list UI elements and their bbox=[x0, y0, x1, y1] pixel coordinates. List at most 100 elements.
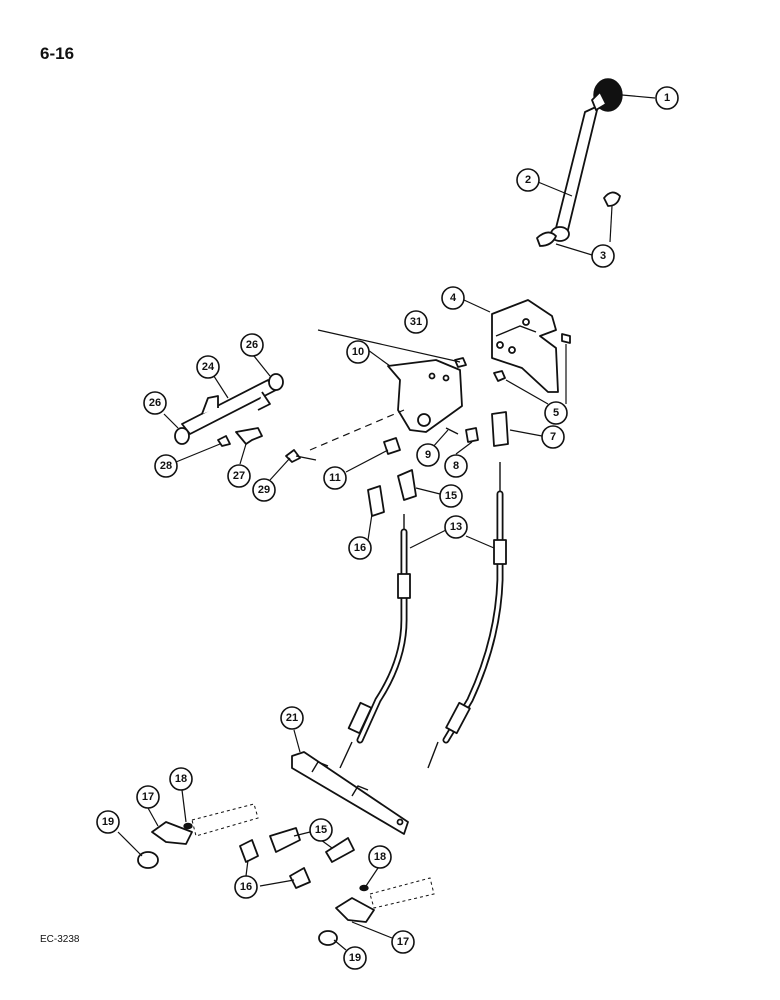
svg-text:10: 10 bbox=[352, 346, 364, 358]
svg-text:26: 26 bbox=[246, 339, 258, 351]
callout-26-right: 26 bbox=[240, 333, 264, 357]
svg-text:24: 24 bbox=[202, 361, 215, 373]
callout-18-right: 18 bbox=[368, 845, 392, 869]
callout-19-left: 19 bbox=[96, 810, 120, 834]
quadrant-hole-2 bbox=[508, 346, 516, 354]
lower-lever-left bbox=[151, 821, 193, 845]
svg-text:1: 1 bbox=[664, 92, 670, 104]
cross-shaft-assembly bbox=[174, 373, 405, 463]
lever-arm bbox=[553, 105, 599, 239]
callout-31: 31 bbox=[404, 310, 428, 334]
callout-19-right: 19 bbox=[343, 946, 367, 970]
callout-2: 2 bbox=[516, 168, 540, 192]
control-cables bbox=[339, 462, 507, 769]
svg-text:31: 31 bbox=[410, 316, 422, 328]
lower-clevis-1 bbox=[269, 827, 301, 853]
svg-text:26: 26 bbox=[149, 397, 161, 409]
callout-28: 28 bbox=[154, 454, 178, 478]
callout-26-left: 26 bbox=[143, 391, 167, 415]
callout-7: 7 bbox=[541, 425, 565, 449]
svg-text:18: 18 bbox=[175, 773, 187, 785]
callouts: 1 2 3 4 5 7 8 9 10 11 13 15 15 16 16 17 … bbox=[96, 86, 679, 970]
cable-right-fitting bbox=[493, 539, 507, 565]
bracket-hole-2 bbox=[442, 374, 450, 382]
bracket-pivot-hole bbox=[417, 413, 431, 427]
svg-text:13: 13 bbox=[450, 521, 462, 533]
plate-tab-1 bbox=[311, 761, 329, 773]
spacer-block bbox=[491, 411, 509, 447]
lower-clip-2 bbox=[289, 867, 311, 889]
shaft-clevis bbox=[235, 427, 263, 445]
lower-clip-1 bbox=[239, 839, 259, 863]
cable-anchor-plate bbox=[291, 751, 409, 835]
callout-3: 3 bbox=[591, 244, 615, 268]
svg-text:15: 15 bbox=[315, 824, 327, 836]
cable-left-end-fitting bbox=[347, 701, 373, 735]
callout-5: 5 bbox=[544, 401, 568, 425]
alignment-line bbox=[309, 409, 405, 451]
mounting-bracket bbox=[387, 357, 467, 433]
anchor-plate bbox=[291, 751, 409, 835]
snap-ring-left bbox=[137, 851, 159, 869]
svg-text:27: 27 bbox=[233, 470, 245, 482]
callout-9: 9 bbox=[416, 443, 440, 467]
bracket-hole-1 bbox=[428, 372, 436, 380]
svg-text:16: 16 bbox=[354, 542, 366, 554]
plate-tab-2 bbox=[351, 785, 369, 797]
upper-clevis bbox=[397, 469, 417, 501]
svg-text:3: 3 bbox=[600, 250, 606, 262]
bushing-left bbox=[174, 427, 190, 445]
key-right bbox=[359, 884, 369, 892]
svg-text:9: 9 bbox=[425, 449, 431, 461]
svg-text:29: 29 bbox=[258, 484, 270, 496]
shaft-lug bbox=[201, 395, 219, 415]
plate-hole bbox=[396, 818, 404, 826]
snap-ring-right bbox=[318, 930, 338, 946]
lever-clip-right bbox=[603, 191, 621, 207]
svg-text:16: 16 bbox=[240, 881, 252, 893]
upper-clip bbox=[367, 485, 385, 517]
callout-16-upper: 16 bbox=[348, 536, 372, 560]
bushing-right bbox=[268, 373, 284, 391]
bushing-sleeve bbox=[383, 437, 401, 455]
svg-text:2: 2 bbox=[525, 174, 531, 186]
key-left bbox=[183, 822, 193, 830]
knob-collar bbox=[591, 91, 607, 111]
shaft-stub-right bbox=[369, 877, 435, 909]
svg-text:21: 21 bbox=[286, 712, 298, 724]
callout-15-lower: 15 bbox=[309, 818, 333, 842]
callout-8: 8 bbox=[444, 454, 468, 478]
quadrant-slot bbox=[495, 325, 537, 337]
callout-17-left: 17 bbox=[136, 785, 160, 809]
reference-code: EC-3238 bbox=[40, 934, 80, 945]
callout-4: 4 bbox=[441, 286, 465, 310]
callout-21: 21 bbox=[280, 706, 304, 730]
callout-29: 29 bbox=[252, 478, 276, 502]
svg-text:11: 11 bbox=[329, 472, 341, 484]
callout-16-lower: 16 bbox=[234, 875, 258, 899]
callout-17-right: 17 bbox=[391, 930, 415, 954]
quadrant-hole-1 bbox=[496, 341, 504, 349]
shaft-stub-left bbox=[191, 803, 259, 837]
control-lever-assembly bbox=[536, 78, 623, 247]
callout-15-upper: 15 bbox=[439, 484, 463, 508]
lever-clip-left bbox=[536, 231, 557, 247]
callout-13: 13 bbox=[444, 515, 468, 539]
lower-clevis-2 bbox=[325, 837, 355, 863]
page-number: 6-16 bbox=[40, 44, 75, 63]
callout-11: 11 bbox=[323, 466, 347, 490]
svg-text:4: 4 bbox=[450, 292, 457, 304]
svg-text:5: 5 bbox=[553, 407, 559, 419]
callout-27: 27 bbox=[227, 464, 251, 488]
pin-sleeve bbox=[465, 427, 479, 443]
svg-text:28: 28 bbox=[160, 460, 172, 472]
svg-text:17: 17 bbox=[142, 791, 154, 803]
quadrant-plate-assembly bbox=[491, 299, 571, 393]
svg-text:18: 18 bbox=[374, 851, 386, 863]
svg-text:7: 7 bbox=[550, 431, 556, 443]
shaft-clip bbox=[217, 435, 231, 447]
pin-shank bbox=[295, 455, 317, 461]
callout-10: 10 bbox=[346, 340, 370, 364]
